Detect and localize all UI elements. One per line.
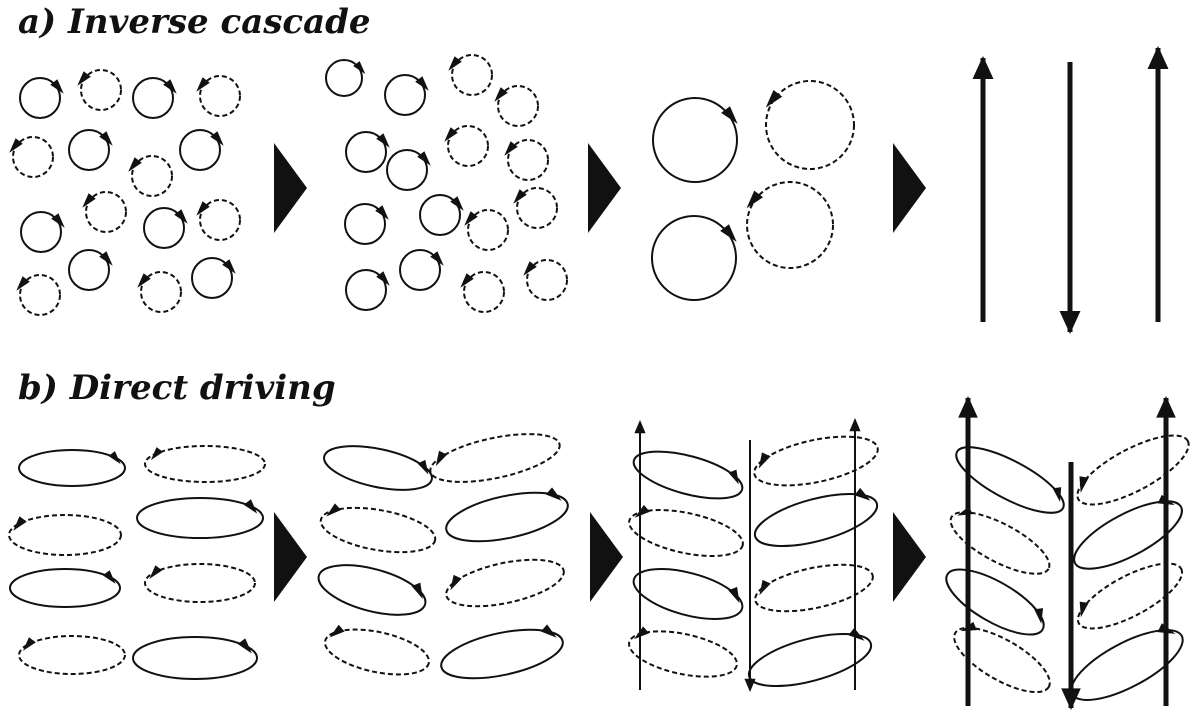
vortex-solid-icon xyxy=(68,249,113,291)
vortex-solid-icon xyxy=(1073,494,1183,570)
vortex-dashed-icon xyxy=(444,125,489,167)
vortex-solid-icon xyxy=(179,129,224,171)
panel-b-artwork xyxy=(8,396,1190,710)
vertical-flow-arrow-icon xyxy=(1147,46,1169,322)
vertical-flow-arrow-icon xyxy=(634,420,646,690)
vortex-solid-icon xyxy=(132,77,177,119)
vortex-dashed-icon xyxy=(513,187,558,229)
panel-a-title: a) Inverse cascade xyxy=(18,2,371,42)
vortex-solid-icon xyxy=(143,207,188,249)
vortex-solid-icon xyxy=(753,487,879,548)
stage-transition-arrow-icon xyxy=(893,143,926,233)
vortex-solid-icon xyxy=(345,269,390,311)
vertical-flow-arrow-icon xyxy=(849,418,861,690)
vortex-dashed-icon xyxy=(464,209,509,251)
vortex-solid-icon xyxy=(747,627,873,688)
vortex-solid-icon xyxy=(386,149,431,191)
vortex-solid-icon xyxy=(68,129,113,171)
vortex-solid-icon xyxy=(345,131,390,173)
vortex-dashed-icon xyxy=(1076,562,1184,630)
vortex-dashed-icon xyxy=(196,199,241,241)
stage-transition-arrow-icon xyxy=(588,143,621,233)
vortex-solid-icon xyxy=(632,568,744,620)
stage-transition-arrow-icon xyxy=(274,512,307,602)
vortex-solid-icon xyxy=(344,203,389,245)
vortex-dashed-icon xyxy=(128,155,173,197)
stage-transition-arrow-icon xyxy=(590,512,623,602)
vortex-dashed-icon xyxy=(523,259,568,301)
vortex-solid-icon xyxy=(651,215,737,301)
vortex-dashed-icon xyxy=(953,621,1051,694)
vortex-solid-icon xyxy=(317,564,427,616)
vortex-dashed-icon xyxy=(77,69,122,111)
vortex-dashed-icon xyxy=(628,504,744,557)
vortex-dashed-icon xyxy=(9,136,54,178)
vortex-solid-icon xyxy=(1070,623,1184,701)
vortex-dashed-icon xyxy=(319,503,437,554)
vortex-dashed-icon xyxy=(765,80,855,170)
vortex-dashed-icon xyxy=(754,563,874,613)
vortex-dashed-icon xyxy=(753,435,879,487)
vortex-solid-icon xyxy=(19,77,64,119)
vortex-solid-icon xyxy=(132,636,258,680)
vortex-dashed-icon xyxy=(494,85,539,127)
vortex-dashed-icon xyxy=(628,626,738,678)
vortex-solid-icon xyxy=(323,445,433,491)
vortex-solid-icon xyxy=(384,74,429,116)
vortex-dashed-icon xyxy=(82,191,127,233)
vortex-dashed-icon xyxy=(448,54,493,96)
vortex-dashed-icon xyxy=(1076,434,1190,506)
vertical-flow-arrow-icon xyxy=(1156,396,1176,706)
panel-a-artwork xyxy=(9,46,1169,334)
vortex-solid-icon xyxy=(9,568,121,608)
vortex-solid-icon xyxy=(399,249,444,291)
vortex-solid-icon xyxy=(20,211,65,253)
vortex-solid-icon xyxy=(419,194,464,236)
vortex-dashed-icon xyxy=(429,433,561,483)
vortex-dashed-icon xyxy=(460,271,505,313)
stage-transition-arrow-icon xyxy=(274,143,307,233)
vortex-dashed-icon xyxy=(8,514,122,556)
vortex-dashed-icon xyxy=(196,75,241,117)
vortex-solid-icon xyxy=(955,446,1065,514)
vortex-dashed-icon xyxy=(18,635,126,675)
vertical-flow-arrow-icon xyxy=(1059,62,1081,334)
vortex-solid-icon xyxy=(632,450,744,500)
vortex-dashed-icon xyxy=(144,445,266,483)
stage-transition-arrow-icon xyxy=(893,512,926,602)
vortex-dashed-icon xyxy=(144,563,256,603)
vertical-flow-arrow-icon xyxy=(1061,462,1081,710)
panel-b-title: b) Direct driving xyxy=(18,368,336,408)
vertical-flow-arrow-icon xyxy=(972,56,994,322)
vortex-dashed-icon xyxy=(504,139,549,181)
vortex-solid-icon xyxy=(445,487,569,543)
vortex-solid-icon xyxy=(945,568,1045,636)
vortex-solid-icon xyxy=(652,97,738,183)
vortex-dashed-icon xyxy=(323,624,431,676)
vortex-solid-icon xyxy=(325,59,366,97)
vortex-dashed-icon xyxy=(137,271,182,313)
vertical-flow-arrow-icon xyxy=(958,396,978,706)
vortex-dashed-icon xyxy=(445,558,565,608)
vortex-solid-icon xyxy=(191,257,236,299)
vortex-solid-icon xyxy=(18,449,126,487)
vortex-dashed-icon xyxy=(746,181,834,269)
vortex-solid-icon xyxy=(136,497,264,539)
vortex-solid-icon xyxy=(440,624,564,680)
vertical-flow-arrow-icon xyxy=(744,440,756,692)
vortex-dashed-icon xyxy=(949,506,1051,575)
vortex-dashed-icon xyxy=(16,274,61,316)
